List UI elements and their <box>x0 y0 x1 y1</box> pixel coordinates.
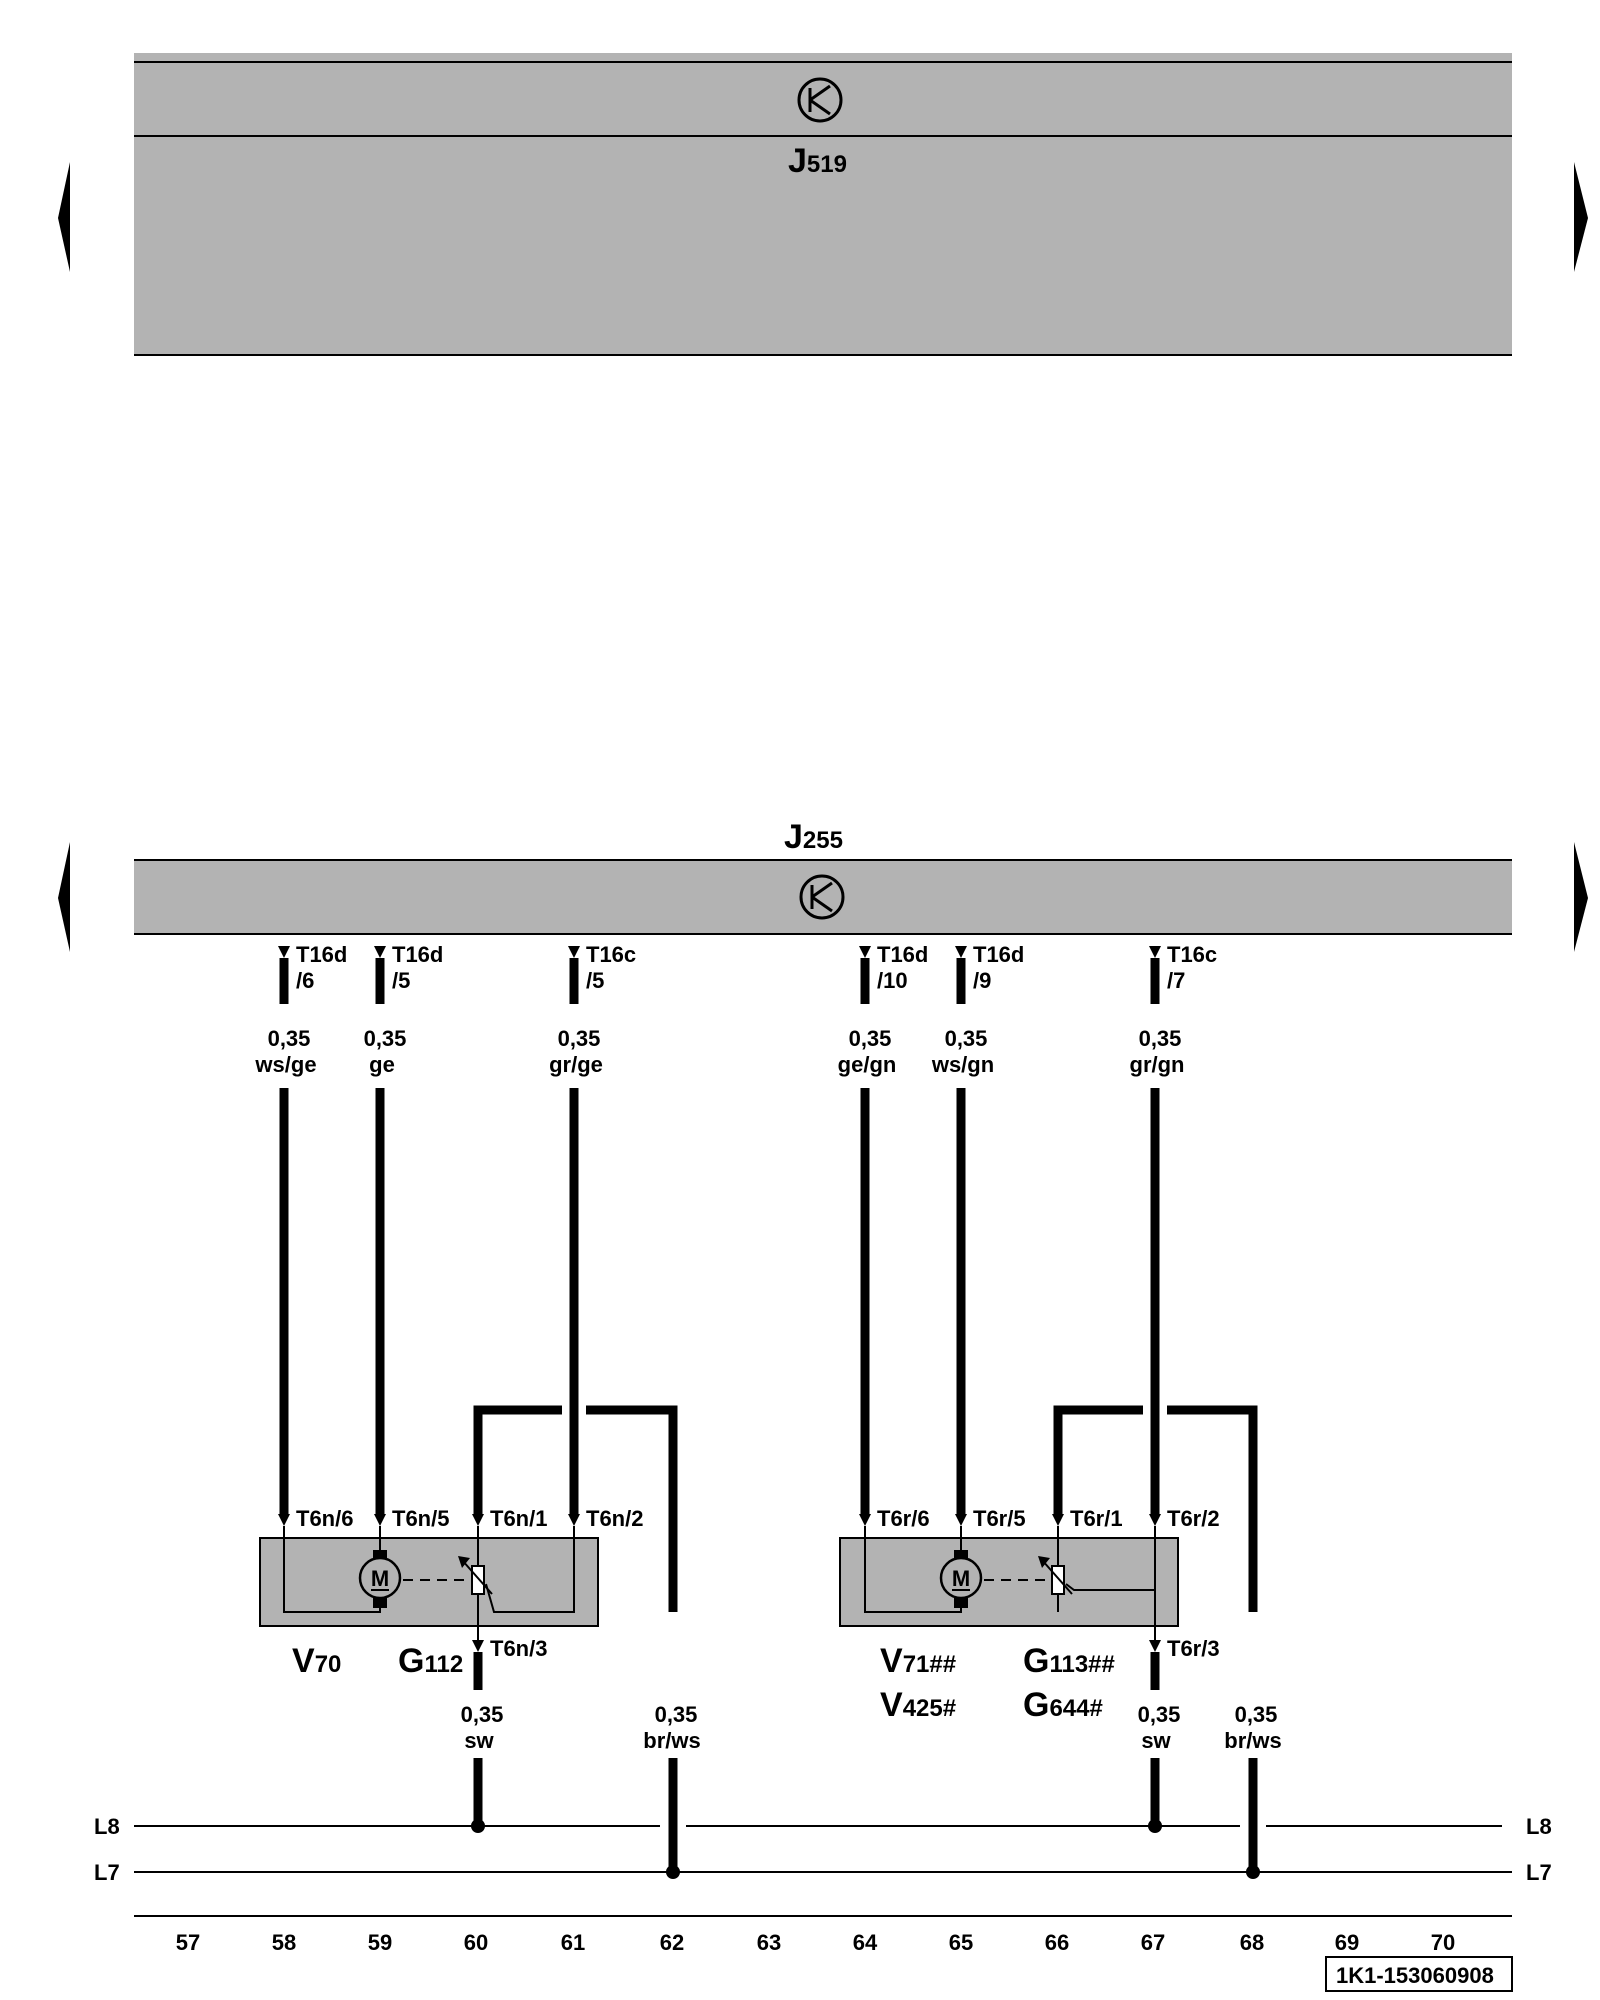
svg-text:M: M <box>952 1566 970 1591</box>
svg-text:1K1-153060908: 1K1-153060908 <box>1336 1963 1494 1988</box>
svg-text:0,35: 0,35 <box>655 1702 698 1727</box>
control-unit-icon <box>799 874 845 920</box>
bus-lines <box>134 1825 1512 1917</box>
svg-text:V425#: V425# <box>880 1686 956 1724</box>
svg-text:58: 58 <box>272 1930 296 1955</box>
svg-text:0,35: 0,35 <box>1138 1702 1181 1727</box>
svg-text:br/ws: br/ws <box>1224 1728 1281 1753</box>
svg-text:T6n/2: T6n/2 <box>586 1506 643 1531</box>
svg-text:L8: L8 <box>94 1814 120 1839</box>
svg-text:62: 62 <box>660 1930 684 1955</box>
svg-text:T16d: T16d <box>973 942 1024 967</box>
bus-junctions <box>471 1819 1260 1879</box>
svg-text:67: 67 <box>1141 1930 1165 1955</box>
svg-text:57: 57 <box>176 1930 200 1955</box>
svg-text:G112: G112 <box>398 1642 463 1680</box>
svg-text:ge/gn: ge/gn <box>838 1052 897 1077</box>
svg-text:/7: /7 <box>1167 968 1185 993</box>
component-labels: V70 G112 V71## V425# G113## G644# <box>292 1642 1115 1724</box>
svg-text:/5: /5 <box>392 968 410 993</box>
svg-text:G113##: G113## <box>1023 1642 1115 1680</box>
wire-labels-bottom: 0,35 sw 0,35 br/ws 0,35 sw 0,35 br/ws <box>461 1702 1282 1753</box>
svg-text:L7: L7 <box>1526 1860 1552 1885</box>
svg-text:0,35: 0,35 <box>364 1026 407 1051</box>
svg-text:V71##: V71## <box>880 1642 956 1680</box>
potentiometer-icon <box>458 1556 493 1595</box>
component-v70-g112: M <box>259 1526 599 1640</box>
svg-text:0,35: 0,35 <box>849 1026 892 1051</box>
wires <box>279 958 1258 1872</box>
svg-text:ge: ge <box>369 1052 395 1077</box>
connector-pins-component <box>278 1514 1161 1652</box>
motor-icon: M <box>939 1556 983 1600</box>
connector-labels-component: T6n/6 T6n/5 T6n/1 T6n/2 T6r/6 T6r/5 T6r/… <box>296 1506 1220 1661</box>
svg-text:gr/gn: gr/gn <box>1130 1052 1185 1077</box>
svg-text:66: 66 <box>1045 1930 1069 1955</box>
svg-text:T16c: T16c <box>1167 942 1217 967</box>
svg-text:61: 61 <box>561 1930 585 1955</box>
wire-labels-top: 0,35 ws/ge 0,35 ge 0,35 gr/ge 0,35 ge/gn… <box>254 1026 1184 1077</box>
svg-text:0,35: 0,35 <box>1235 1702 1278 1727</box>
column-numbers: 57 58 59 60 61 62 63 64 65 66 67 68 69 7… <box>176 1930 1455 1955</box>
svg-text:/10: /10 <box>877 968 908 993</box>
svg-text:0,35: 0,35 <box>461 1702 504 1727</box>
svg-text:L8: L8 <box>1526 1814 1552 1839</box>
drawing-id: 1K1-153060908 <box>1325 1956 1513 1992</box>
svg-text:ws/gn: ws/gn <box>931 1052 994 1077</box>
svg-text:T16d: T16d <box>392 942 443 967</box>
svg-text:V70: V70 <box>292 1642 341 1680</box>
module-j519-label: J519 <box>788 142 847 180</box>
next-page-arrow-top[interactable] <box>1574 162 1588 272</box>
svg-text:T6r/1: T6r/1 <box>1070 1506 1123 1531</box>
connector-pins-top <box>278 946 1161 958</box>
svg-text:gr/ge: gr/ge <box>549 1052 603 1077</box>
svg-text:0,35: 0,35 <box>558 1026 601 1051</box>
svg-text:/6: /6 <box>296 968 314 993</box>
svg-text:T16d: T16d <box>296 942 347 967</box>
svg-text:G644#: G644# <box>1023 1686 1103 1724</box>
svg-text:T16c: T16c <box>586 942 636 967</box>
svg-text:T6r/2: T6r/2 <box>1167 1506 1220 1531</box>
svg-text:0,35: 0,35 <box>1139 1026 1182 1051</box>
svg-text:0,35: 0,35 <box>945 1026 988 1051</box>
module-j255-label: J255 <box>784 818 843 856</box>
svg-text:0,35: 0,35 <box>268 1026 311 1051</box>
svg-text:M: M <box>371 1566 389 1591</box>
svg-text:sw: sw <box>464 1728 494 1753</box>
svg-text:64: 64 <box>853 1930 878 1955</box>
svg-text:T6n/1: T6n/1 <box>490 1506 547 1531</box>
svg-text:L7: L7 <box>94 1860 120 1885</box>
svg-text:T6n/3: T6n/3 <box>490 1636 547 1661</box>
svg-text:63: 63 <box>757 1930 781 1955</box>
svg-text:T16d: T16d <box>877 942 928 967</box>
svg-text:59: 59 <box>368 1930 392 1955</box>
svg-text:65: 65 <box>949 1930 973 1955</box>
svg-text:70: 70 <box>1431 1930 1455 1955</box>
component-v71-g113: M <box>839 1526 1179 1640</box>
motor-icon: M <box>358 1556 402 1600</box>
svg-text:T6r/3: T6r/3 <box>1167 1636 1220 1661</box>
module-j255: J255 <box>134 818 1512 935</box>
control-unit-icon <box>797 77 843 123</box>
prev-page-arrow-main[interactable] <box>58 842 70 952</box>
svg-text:68: 68 <box>1240 1930 1264 1955</box>
bus-labels: L8 L7 L8 L7 <box>94 1814 1552 1885</box>
svg-text:br/ws: br/ws <box>643 1728 700 1753</box>
module-j519: J519 <box>134 53 1512 356</box>
svg-text:/5: /5 <box>586 968 604 993</box>
svg-text:T6n/5: T6n/5 <box>392 1506 449 1531</box>
svg-text:/9: /9 <box>973 968 991 993</box>
next-page-arrow-main[interactable] <box>1574 842 1588 952</box>
connector-labels-top: T16d /6 T16d /5 T16c /5 T16d /10 T16d /9… <box>296 942 1217 993</box>
svg-text:69: 69 <box>1335 1930 1359 1955</box>
svg-text:T6r/5: T6r/5 <box>973 1506 1026 1531</box>
svg-text:T6r/6: T6r/6 <box>877 1506 930 1531</box>
potentiometer-icon <box>1038 1556 1073 1595</box>
svg-text:60: 60 <box>464 1930 488 1955</box>
svg-text:sw: sw <box>1141 1728 1171 1753</box>
svg-text:T6n/6: T6n/6 <box>296 1506 353 1531</box>
prev-page-arrow-top[interactable] <box>58 162 70 272</box>
svg-text:ws/ge: ws/ge <box>254 1052 316 1077</box>
